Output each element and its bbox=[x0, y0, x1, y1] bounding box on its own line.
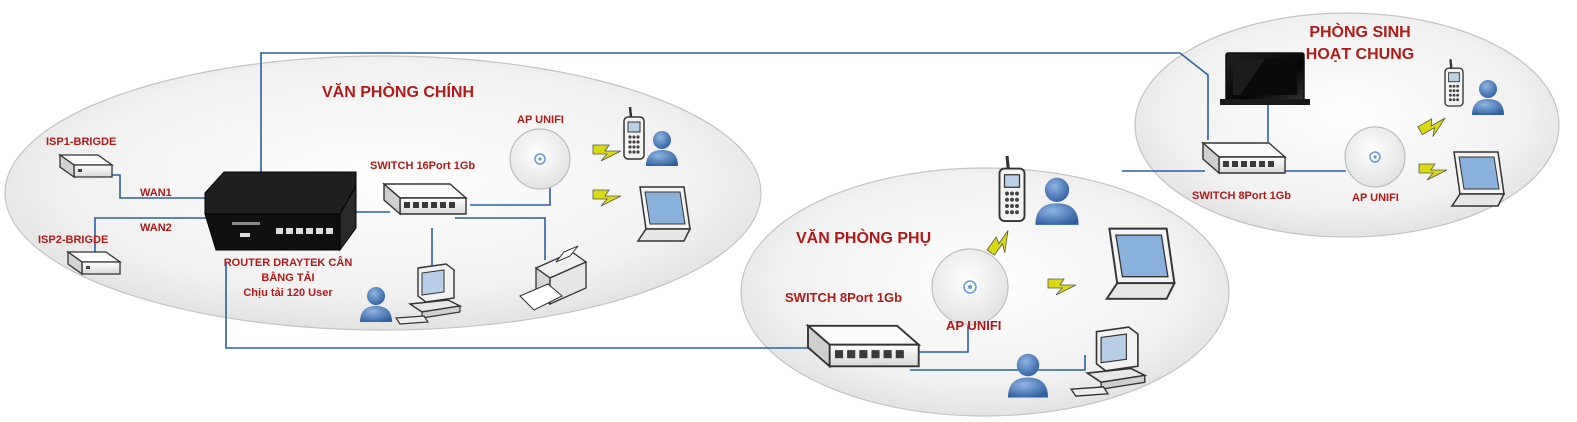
router-label-line3: Chịu tải 120 User bbox=[243, 287, 333, 299]
zone-main-title: VĂN PHÒNG CHÍNH bbox=[322, 84, 475, 101]
zone-common-title-line2: HOẠT CHUNG bbox=[1305, 46, 1415, 63]
laptop-common-icon bbox=[1451, 151, 1505, 207]
switch8-common-label: SWITCH 8Port 1Gb bbox=[1192, 190, 1292, 202]
isp1-label: ISP1-BRIGDE bbox=[46, 136, 117, 148]
zone-common-title-line1: PHÒNG SINH bbox=[1309, 24, 1411, 41]
link-switch16-printer bbox=[455, 217, 546, 260]
printer-icon bbox=[519, 245, 588, 311]
cable-links bbox=[87, 52, 1346, 371]
ap-common-label: AP UNIFI bbox=[1352, 192, 1399, 204]
zone-common-title: PHÒNG SINH HOẠT CHUNG bbox=[1296, 22, 1424, 66]
switch16-icon bbox=[383, 183, 467, 215]
phone-sub-icon bbox=[997, 154, 1027, 223]
switch8-sub-icon bbox=[807, 324, 920, 368]
ap-main-icon bbox=[509, 128, 571, 190]
ap-sub-label: AP UNIFI bbox=[946, 318, 1002, 333]
ap-sub-icon bbox=[931, 248, 1009, 326]
ap-main-label: AP UNIFI bbox=[517, 114, 564, 126]
zone-sub-title: VĂN PHÒNG PHỤ bbox=[796, 230, 932, 247]
switch8-sub-label: SWITCH 8Port 1Gb bbox=[785, 290, 903, 305]
link-router-common bbox=[260, 52, 1209, 178]
ap-common-icon bbox=[1344, 126, 1406, 188]
laptop-main-icon bbox=[637, 186, 691, 242]
router-icon bbox=[204, 171, 357, 252]
link-switch8sub-ap bbox=[915, 325, 969, 353]
link-isp2-router bbox=[94, 217, 212, 256]
wan2-label: WAN2 bbox=[140, 222, 172, 234]
isp2-label: ISP2-BRIGDE bbox=[38, 234, 109, 246]
router-label-line2: BẰNG TẢI bbox=[261, 272, 315, 284]
switch8-common-icon bbox=[1202, 142, 1286, 174]
router-label: ROUTER DRAYTEK CÂN BẰNG TẢI Chịu tải 120… bbox=[220, 256, 356, 301]
wan1-label: WAN1 bbox=[140, 187, 172, 199]
router-label-line1: ROUTER DRAYTEK CÂN bbox=[223, 257, 353, 269]
tv-icon bbox=[1220, 52, 1310, 105]
link-switch8sub-pc bbox=[910, 355, 1086, 371]
laptop-sub-icon bbox=[1105, 227, 1176, 300]
switch16-label: SWITCH 16Port 1Gb bbox=[370, 160, 476, 172]
link-router-sub bbox=[225, 262, 820, 349]
